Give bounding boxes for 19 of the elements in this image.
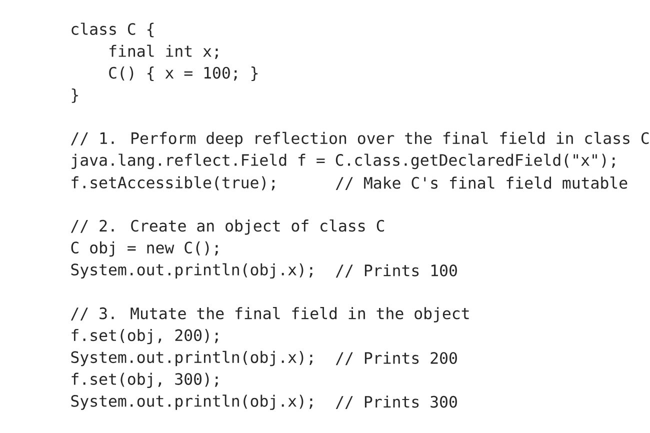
code-line: // 3. Mutate the final field in the object	[71, 307, 469, 322]
code-line: System.out.println(obj.x);	[71, 263, 312, 279]
code-line: System.out.println(obj.x);	[71, 394, 312, 410]
code-line: java.lang.reflect.Field f = C.class.getDeclaredField("x");	[72, 154, 615, 170]
code-line: f.set(obj, 200);	[72, 329, 218, 344]
code-line: final int x;	[110, 44, 218, 59]
code-line: C() { x = 100; }	[109, 66, 258, 82]
code-comment: // Prints 200	[336, 352, 457, 366]
code-line: f.setAccessible(true);	[72, 176, 274, 190]
code-comment: // Make C's final field mutable	[336, 176, 628, 190]
code-line: C obj = new C();	[71, 241, 218, 257]
code-line: System.out.println(obj.x);	[71, 350, 312, 366]
code-line: // 1. Perform deep reflection over the final field in class C	[71, 132, 649, 148]
code-line: }	[72, 88, 78, 103]
code-comment: // Prints 300	[336, 396, 457, 409]
code-line: // 2. Create an object of class C	[71, 219, 384, 235]
code-line: f.set(obj, 300);	[72, 372, 218, 388]
code-comment: // Prints 100	[336, 264, 457, 278]
code-line: class C {	[72, 22, 154, 38]
